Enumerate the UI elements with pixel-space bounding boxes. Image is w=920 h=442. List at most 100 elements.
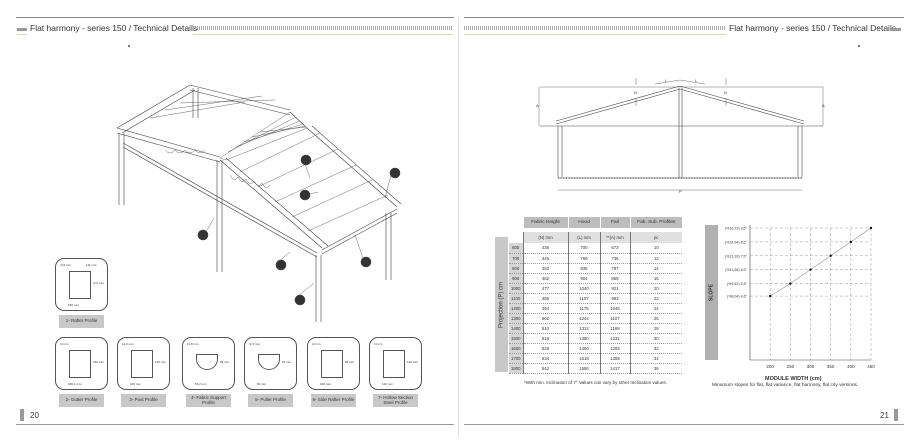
table-footnote: *With min. Inclination of 7° Values can … bbox=[524, 380, 667, 385]
table-cell: 673 bbox=[599, 243, 630, 254]
table-cell: 797 bbox=[599, 263, 630, 274]
dim-l-right: L bbox=[695, 78, 698, 83]
profile-dimension: 80 mm bbox=[257, 382, 267, 386]
y-tick-label: (%9,62) 5,5° bbox=[727, 282, 748, 286]
profile-section-shape bbox=[69, 350, 91, 378]
profile-label: 2- Gutter Profile bbox=[59, 394, 104, 407]
profile-label: 4- Fabric Support Profile bbox=[186, 394, 231, 407]
y-tick-label: (%11,38) 6,5° bbox=[725, 268, 747, 272]
table-cell: 1450 bbox=[567, 343, 600, 354]
table-cell: 20 bbox=[629, 283, 682, 294]
bottom-rule bbox=[464, 424, 904, 425]
data-point bbox=[869, 226, 873, 230]
data-point bbox=[789, 282, 792, 285]
callout-2: 2 bbox=[364, 260, 368, 266]
column-unit: (N) mm bbox=[522, 232, 568, 243]
data-point bbox=[809, 268, 812, 271]
row-header: 700 bbox=[509, 253, 523, 264]
header-marker bbox=[891, 28, 901, 31]
table-cell: 1040 bbox=[567, 283, 600, 294]
header-marker bbox=[17, 28, 27, 31]
profile-section-shape bbox=[69, 271, 91, 299]
projection-axis-label: Projection (P) cm bbox=[495, 237, 508, 372]
chart-caption: Minumum slopes for flat, flat variance, … bbox=[712, 383, 859, 388]
green-rule bbox=[464, 34, 726, 35]
dim-n-left: N bbox=[634, 90, 637, 95]
table-cell: 445 bbox=[522, 253, 568, 264]
elevation-drawing: A A N N L L P bbox=[536, 78, 825, 194]
profile-dimension: r2 mm bbox=[312, 342, 321, 346]
table-cell: 542 bbox=[522, 363, 568, 374]
table-cell: 700 bbox=[567, 243, 600, 254]
profile-dimension: 120 mm bbox=[407, 360, 418, 364]
profile-section-shape bbox=[383, 350, 405, 378]
table-cell: 1107 bbox=[567, 293, 600, 304]
table-cell: 1244 bbox=[567, 313, 600, 324]
table-cell: 12 bbox=[629, 253, 682, 264]
callout-6: 6 bbox=[279, 263, 283, 269]
table-cell: 22 bbox=[629, 293, 682, 304]
row-header: 800 bbox=[509, 263, 523, 274]
row-header: 600 bbox=[509, 243, 523, 254]
column-unit: (L) mm bbox=[567, 232, 600, 243]
table-cell: 494 bbox=[522, 303, 568, 314]
x-tick-label: 300 bbox=[807, 364, 815, 369]
pergola-frame bbox=[116, 84, 402, 322]
callout-3: 3 bbox=[298, 298, 302, 304]
series-line bbox=[770, 227, 872, 297]
table-cell: 486 bbox=[522, 293, 568, 304]
dim-n-right: N bbox=[724, 90, 727, 95]
table-cell: 436 bbox=[522, 243, 568, 254]
table-cell: 1169 bbox=[599, 323, 630, 334]
table-cell: 1380 bbox=[567, 333, 600, 344]
y-tick-label: (%13,16) 7,5° bbox=[725, 254, 748, 258]
profile-label: 1- Rafter Profile bbox=[59, 315, 104, 328]
table-cell: 10 bbox=[629, 243, 682, 254]
table-cell: 16 bbox=[629, 273, 682, 284]
pergola-drawing: 1 2 3 4 5 6 7 bbox=[116, 84, 402, 322]
data-point bbox=[768, 294, 772, 298]
green-rule bbox=[193, 34, 453, 35]
profile-dimension: r1,5 mm bbox=[249, 342, 261, 346]
y-tick-label: (%16,73) 9,5° bbox=[725, 227, 748, 231]
table-cell: 502 bbox=[522, 313, 568, 324]
table-cell: 462 bbox=[522, 273, 568, 284]
profile-dimension: r3 mm bbox=[60, 342, 69, 346]
corner-cell bbox=[509, 217, 523, 228]
fabric-roof bbox=[149, 95, 389, 232]
profile-dimension: 12,2 mm bbox=[122, 342, 134, 346]
header-dots-right bbox=[464, 26, 726, 30]
table-cell: 30 bbox=[629, 333, 682, 344]
table-cell: 1586 bbox=[567, 363, 600, 374]
dim-l-left: L bbox=[665, 78, 668, 83]
profile-dimension: 111 mm bbox=[86, 263, 97, 267]
row-header: 1000 bbox=[509, 283, 523, 294]
row-header: 1100 bbox=[509, 293, 523, 304]
column-header: Fabric Height bbox=[522, 217, 568, 228]
data-point bbox=[849, 240, 853, 244]
column-header: Hood bbox=[567, 217, 600, 228]
profile-dimension: 100 mm bbox=[320, 382, 331, 386]
data-point bbox=[829, 254, 832, 257]
page-marker bbox=[20, 409, 24, 421]
table-cell: 14 bbox=[629, 263, 682, 274]
page-number-left: 20 bbox=[30, 411, 39, 420]
top-rule-right bbox=[464, 17, 904, 18]
profile-dimension: 53,2 mm bbox=[195, 382, 207, 386]
row-header: 1500 bbox=[509, 333, 523, 344]
page-number-right: 21 bbox=[880, 411, 889, 420]
header-dots-left bbox=[193, 26, 453, 30]
